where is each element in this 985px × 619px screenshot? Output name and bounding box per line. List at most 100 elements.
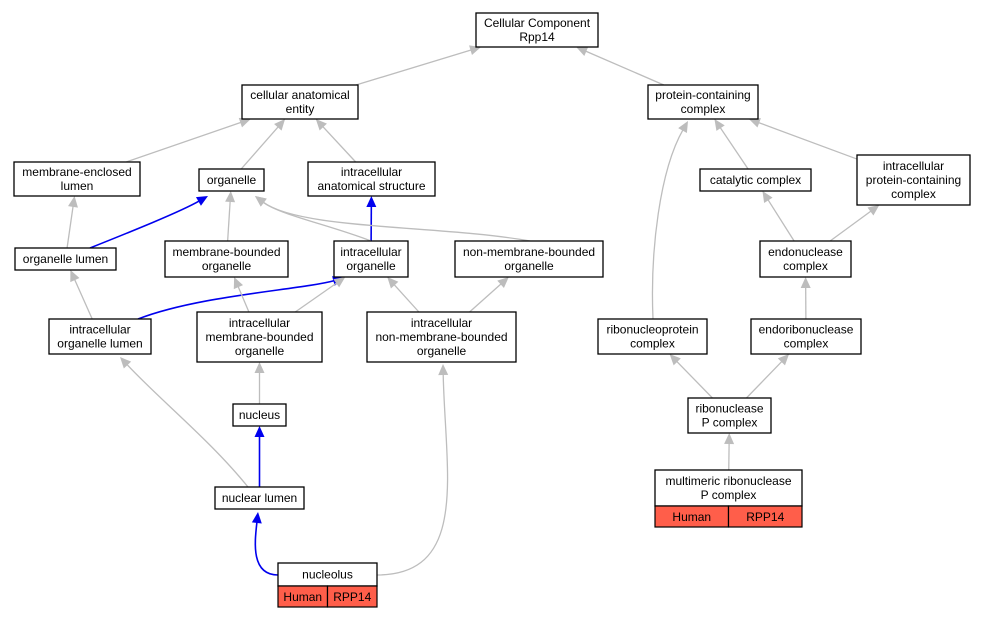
node-label: organelle (202, 259, 252, 273)
node-label: membrane-bounded (172, 245, 280, 259)
edge-io-to-ias (366, 196, 377, 242)
node-label: entity (286, 102, 315, 116)
edge-org-to-cae (240, 119, 286, 170)
arrow-head-icon (867, 205, 880, 216)
edge-line (240, 126, 279, 170)
node-label: membrane-enclosed (22, 165, 131, 179)
node-label: ribonuclease (695, 402, 763, 416)
edge-line (355, 49, 472, 86)
node-cat[interactable]: catalytic complex (699, 168, 812, 192)
edge-line (676, 360, 713, 399)
edge-line (262, 201, 372, 242)
node-label: non-membrane-bounded (375, 330, 507, 344)
node-label: multimeric ribonuclease (665, 474, 791, 488)
node-ol[interactable]: organelle lumen (14, 247, 117, 271)
node-label: complex (783, 259, 828, 273)
edge-nl-to-nuc (254, 426, 265, 487)
node-label: organelle (346, 259, 396, 273)
edge-line (262, 201, 531, 242)
node-box (13, 161, 141, 197)
arrow-head-icon (678, 121, 688, 134)
arrow-head-icon (714, 119, 725, 131)
edge-endo-to-cat (762, 191, 795, 242)
edge-layer (66, 45, 880, 576)
arrow-head-icon (251, 512, 262, 524)
gene-tag (727, 505, 803, 528)
node-label: intracellular (69, 323, 130, 337)
edge-nucleolus-to-nl (251, 512, 279, 576)
edge-ias-to-cae (315, 119, 357, 163)
edge-iol-to-ol (70, 270, 93, 320)
edge-line (829, 210, 872, 242)
node-label: protein-containing (866, 173, 961, 187)
edge-line (254, 521, 279, 576)
node-label: complex (784, 337, 829, 351)
node-box (750, 318, 862, 355)
node-label: catalytic complex (710, 173, 801, 187)
node-label: organelle (417, 344, 467, 358)
node-box (597, 318, 708, 355)
node-box (654, 469, 803, 507)
arrow-head-icon (238, 117, 251, 128)
arrow-head-icon (195, 196, 208, 206)
edge-line (66, 205, 74, 249)
node-label: membrane-bounded (205, 330, 313, 344)
arrow-head-icon (225, 191, 236, 203)
edge-ipcc-to-pcc (748, 118, 858, 160)
node-box (647, 84, 759, 120)
node-label: Rpp14 (519, 30, 555, 44)
gene-label: RPP14 (746, 510, 784, 524)
node-label: non-membrane-bounded (463, 245, 595, 259)
edge-line (745, 360, 783, 399)
edge-rnasep-to-endoribo (745, 354, 790, 399)
edge-inmbo-to-io (387, 277, 420, 313)
edge-line (126, 121, 242, 163)
arrow-head-icon (800, 277, 811, 289)
node-nl[interactable]: nuclear lumen (214, 486, 305, 510)
arrow-head-icon (762, 191, 773, 203)
node-label: ribonucleoprotein (606, 323, 698, 337)
node-label: nuclear lumen (222, 491, 297, 505)
arrow-head-icon (366, 196, 377, 208)
node-inmbo[interactable]: intracellularnon-membrane-boundedorganel… (366, 311, 517, 363)
node-label: endoribonuclease (759, 323, 854, 337)
node-box (333, 240, 409, 278)
edge-line (758, 121, 858, 160)
arrow-head-icon (724, 433, 735, 445)
arrow-head-icon (255, 196, 267, 207)
edge-line (469, 283, 502, 313)
arrow-head-icon (438, 364, 449, 376)
node-label: P complex (702, 416, 758, 430)
arrow-head-icon (68, 196, 78, 208)
node-box (454, 240, 604, 278)
arrow-head-icon (387, 277, 399, 289)
node-label: anatomical structure (317, 179, 425, 193)
node-box (475, 12, 599, 48)
gene-tag (326, 585, 378, 608)
node-label: intracellular (340, 245, 401, 259)
node-org[interactable]: organelle (198, 168, 265, 192)
arrow-head-icon (274, 119, 286, 131)
node-box (214, 486, 305, 510)
edge-nucleolus-to-inmbo (376, 364, 449, 576)
arrow-head-icon (748, 118, 761, 128)
node-nuc[interactable]: nucleus (232, 403, 287, 427)
